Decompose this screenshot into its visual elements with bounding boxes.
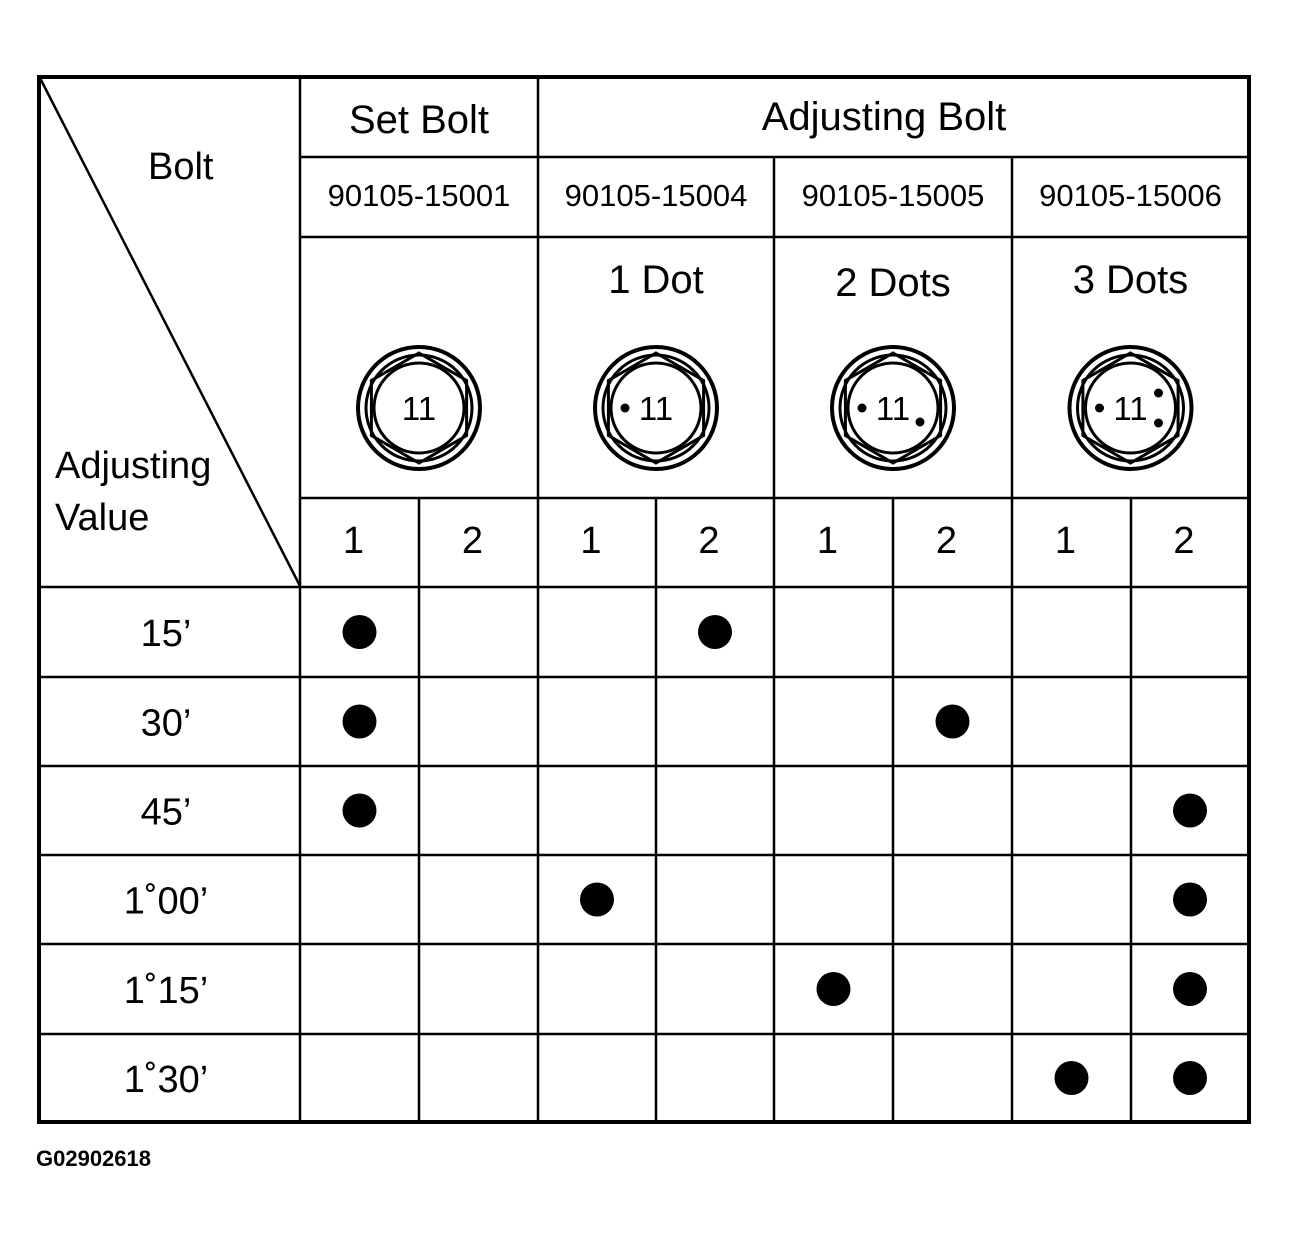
- selection-mark: [816, 972, 851, 1006]
- part-number-label: 90105-15004: [565, 178, 748, 213]
- value-row: 45’: [141, 792, 1207, 834]
- adjusting-value-label: 1˚15’: [124, 970, 209, 1012]
- bolt-inner-ring: [372, 361, 466, 455]
- bolt-washer-ring: [364, 353, 474, 463]
- bolt-inner-ring: [1084, 361, 1177, 455]
- bolt-inner-ring: [846, 361, 940, 455]
- selection-mark: [342, 615, 377, 649]
- adjusting-value-label: 30’: [141, 703, 192, 745]
- bolt-dot: [915, 417, 925, 427]
- adjusting-value-label: 45’: [141, 792, 192, 834]
- selection-mark: [1173, 972, 1207, 1006]
- bolt-inner-ring: [609, 361, 703, 455]
- position-label: 2: [462, 520, 483, 562]
- bolt-dot: [620, 403, 630, 413]
- bolt-head-icon: 11: [356, 345, 482, 471]
- bolt-washer-ring: [601, 353, 711, 463]
- value-row: 30’: [141, 703, 970, 745]
- corner-adjusting-label: Adjusting: [55, 445, 211, 487]
- selection-mark: [1054, 1061, 1089, 1095]
- bolt-washer-ring: [838, 353, 948, 463]
- position-label: 1: [817, 520, 838, 562]
- table-grid: [37, 75, 1251, 1124]
- bolt-head-mark: 11: [639, 390, 673, 427]
- corner-value-label: Value: [55, 497, 149, 539]
- bolt-dot: [1095, 403, 1104, 413]
- selection-mark: [698, 615, 732, 649]
- bolt-hexagon: [1081, 351, 1180, 465]
- selection-mark: [342, 704, 377, 739]
- bolt-outer-ring: [830, 345, 956, 471]
- part-number-label: 90105-15001: [328, 178, 511, 213]
- selection-mark: [1173, 793, 1207, 828]
- adjusting-value-label: 1˚30’: [124, 1059, 209, 1101]
- adjusting-value-label: 15’: [141, 613, 192, 655]
- value-rows: 15’ 30’ 45’ 1˚00’ 1˚15’ 1˚30’: [124, 613, 1207, 1101]
- figure-code: G02902618: [36, 1146, 151, 1171]
- bolt-head-icon: 11: [1067, 345, 1194, 471]
- corner-bolt-label: Bolt: [148, 146, 214, 188]
- bolt-head-mark: 11: [402, 390, 436, 427]
- bolt-columns: 90105-15001 11 90105-15004 1 Dot 11 90105-150…: [328, 178, 1222, 471]
- bolt-outer-ring: [593, 345, 719, 471]
- bolt-washer-ring: [1076, 353, 1185, 463]
- selection-mark: [1173, 1061, 1207, 1095]
- bolt-outer-ring: [356, 345, 482, 471]
- dots-label: 3 Dots: [1073, 258, 1189, 302]
- position-label: 2: [698, 520, 719, 562]
- bolt-dot: [857, 403, 867, 413]
- bolt-dot: [1154, 418, 1163, 428]
- corner-diagonal: [38, 77, 302, 587]
- position-label: 2: [936, 520, 957, 562]
- bolt-head-mark: 11: [1113, 390, 1147, 427]
- value-row: 1˚15’: [124, 970, 1207, 1012]
- part-number-label: 90105-15006: [1039, 178, 1222, 213]
- bolt-hexagon: [606, 351, 706, 465]
- selection-mark: [1173, 882, 1207, 917]
- part-number-label: 90105-15005: [802, 178, 985, 213]
- dots-label: 1 Dot: [608, 258, 704, 302]
- bolt-head-icon: 11: [593, 345, 719, 471]
- selection-mark: [935, 704, 970, 739]
- bolt-head-mark: 11: [876, 390, 910, 427]
- value-row: 1˚30’: [124, 1059, 1207, 1101]
- selection-mark: [342, 793, 377, 828]
- table-border: [37, 75, 1251, 1124]
- dots-label: 2 Dots: [835, 261, 951, 305]
- bolt-head-icon: 11: [830, 345, 956, 471]
- column-headers: Set Bolt Adjusting Bolt: [349, 95, 1006, 142]
- set-bolt-header: Set Bolt: [349, 98, 489, 142]
- adjusting-value-label: 1˚00’: [124, 881, 209, 923]
- bolt-hexagon: [369, 351, 469, 465]
- value-row: 15’: [141, 613, 732, 655]
- selection-mark: [580, 882, 614, 917]
- corner-header: Bolt Adjusting Value: [38, 77, 302, 587]
- position-label: 2: [1173, 520, 1194, 562]
- adjusting-bolt-header: Adjusting Bolt: [762, 95, 1007, 139]
- position-labels: 1 2 1 2 1 2 1 2: [343, 520, 1195, 562]
- position-label: 1: [343, 520, 364, 562]
- position-label: 1: [580, 520, 601, 562]
- value-row: 1˚00’: [124, 881, 1207, 923]
- bolt-dot: [1154, 388, 1163, 398]
- position-label: 1: [1055, 520, 1076, 562]
- bolt-outer-ring: [1067, 345, 1194, 471]
- bolt-hexagon: [843, 351, 943, 465]
